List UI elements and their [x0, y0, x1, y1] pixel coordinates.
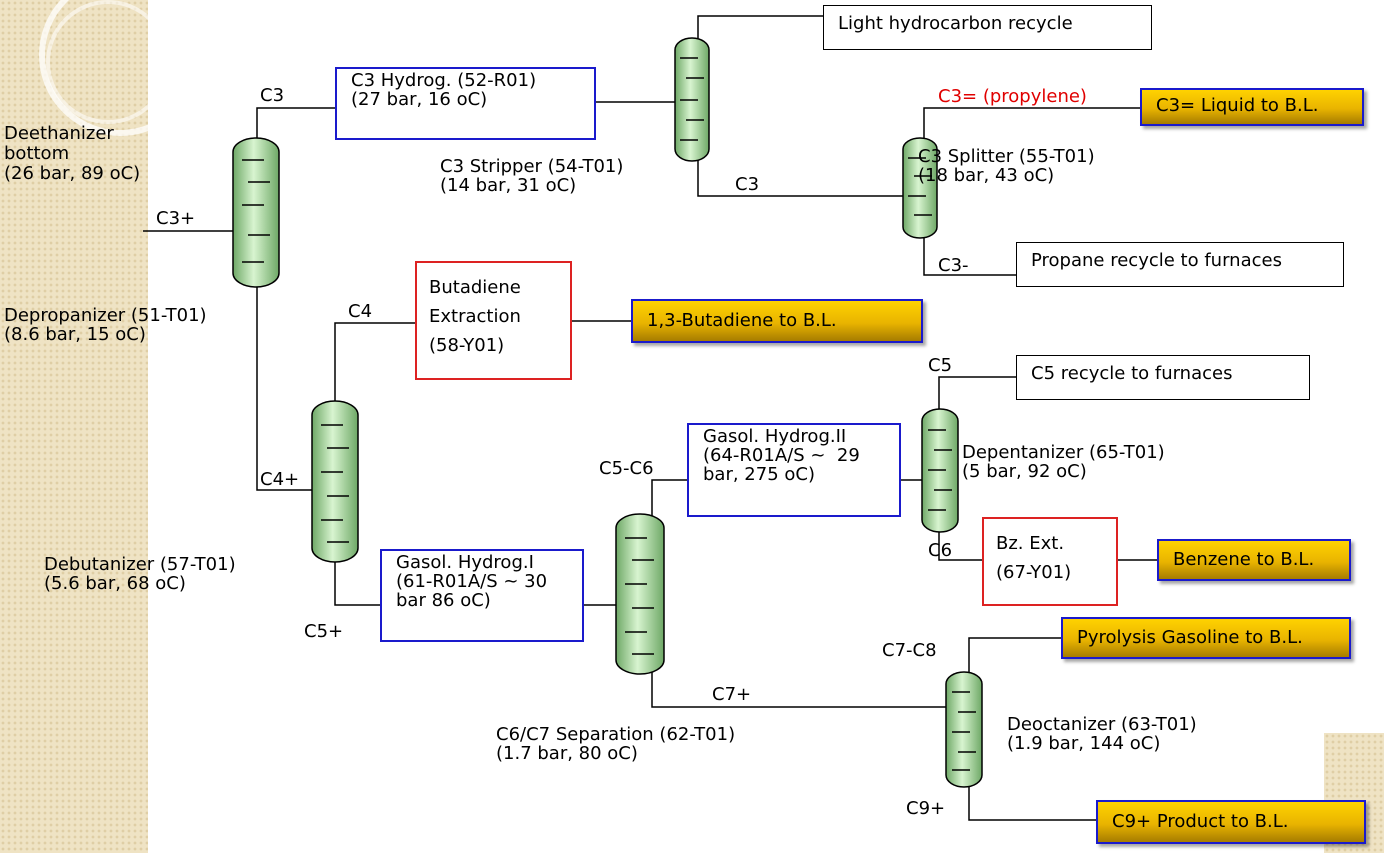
c3-stripper-name: C3 Stripper (54-T01) — [440, 156, 624, 177]
column-depentanizer — [921, 408, 959, 533]
gasol-hydrog-1-line1: Gasol. Hydrog.I — [396, 552, 534, 573]
c5-recycle-box: C5 recycle to furnaces — [1016, 355, 1310, 400]
stream-c3-top: C3 — [260, 85, 285, 106]
pyrolysis-gasoline-product: Pyrolysis Gasoline to B.L. — [1061, 617, 1351, 659]
butadiene-extraction-line1: Butadiene — [429, 277, 521, 298]
c3-splitter-conditions: (18 bar, 43 oC) — [918, 165, 1055, 186]
debutanizer-name: Debutanizer (57-T01) — [44, 554, 236, 575]
bz-ext-line1: Bz. Ext. — [996, 533, 1065, 554]
butadiene-extraction-line3: (58-Y01) — [429, 335, 505, 356]
gasol-hydrog-1-line3: bar 86 oC) — [396, 590, 491, 611]
c3-liquid-product: C3= Liquid to B.L. — [1140, 88, 1364, 126]
column-depropanizer — [232, 137, 280, 288]
depentanizer-name: Depentanizer (65-T01) — [962, 442, 1165, 463]
feed-name-line1: Deethanizer — [4, 123, 114, 144]
decorative-sidebar — [0, 0, 148, 853]
gasol-hydrog-2-line2: (64-R01A/S ~ 29 — [703, 445, 860, 466]
decorative-rings — [39, 0, 200, 136]
stream-c9-plus: C9+ — [906, 798, 946, 819]
stream-c7-c8: C7-C8 — [882, 640, 937, 661]
stream-c6: C6 — [928, 540, 953, 561]
c3-hydrog-line2: (27 bar, 16 oC) — [351, 89, 488, 110]
light-hydrocarbon-recycle-box: Light hydrocarbon recycle — [823, 5, 1152, 50]
debutanizer-conditions: (5.6 bar, 68 oC) — [44, 573, 186, 594]
c6c7-separation-name: C6/C7 Separation (62-T01) — [496, 724, 736, 745]
c3-splitter-name: C3 Splitter (55-T01) — [918, 146, 1095, 167]
feed-name-line2: bottom — [4, 143, 70, 164]
c6c7-separation-conditions: (1.7 bar, 80 oC) — [496, 743, 638, 764]
stream-c5-plus: C5+ — [304, 621, 344, 642]
depropanizer-conditions: (8.6 bar, 15 oC) — [4, 324, 146, 345]
column-c3-stripper — [674, 37, 710, 162]
gasol-hydrog-2-line1: Gasol. Hydrog.II — [703, 426, 847, 447]
column-deoctanizer — [945, 671, 983, 788]
butadiene-product: 1,3-Butadiene to B.L. — [631, 299, 923, 343]
feed-conditions: (26 bar, 89 oC) — [4, 163, 141, 184]
c9-product: C9+ Product to B.L. — [1096, 800, 1366, 844]
stream-c5-c6: C5-C6 — [599, 458, 654, 479]
deoctanizer-name: Deoctanizer (63-T01) — [1007, 714, 1197, 735]
bz-ext-line2: (67-Y01) — [996, 562, 1072, 583]
stream-c3-minus: C3- — [938, 255, 969, 276]
stream-c3-stripper-bottom: C3 — [735, 174, 760, 195]
stream-c4-plus: C4+ — [260, 469, 300, 490]
depentanizer-conditions: (5 bar, 92 oC) — [962, 461, 1087, 482]
c3-hydrog-line1: C3 Hydrog. (52-R01) — [351, 70, 537, 91]
stream-c7-plus: C7+ — [712, 684, 752, 705]
c3-hydrog-unit: C3 Hydrog. (52-R01) (27 bar, 16 oC) — [335, 67, 596, 140]
column-c6c7-separation — [615, 513, 665, 675]
column-c3-splitter — [902, 137, 938, 239]
gasol-hydrog-2-unit: Gasol. Hydrog.II (64-R01A/S ~ 29 bar, 27… — [687, 423, 901, 517]
gasol-hydrog-2-line3: bar, 275 oC) — [703, 464, 815, 485]
propane-recycle-box: Propane recycle to furnaces — [1016, 242, 1344, 287]
butadiene-extraction-line2: Extraction — [429, 306, 521, 327]
gasol-hydrog-1-line2: (61-R01A/S ~ 30 — [396, 571, 548, 592]
column-debutanizer — [311, 400, 359, 563]
deoctanizer-conditions: (1.9 bar, 144 oC) — [1007, 733, 1161, 754]
stream-c4: C4 — [348, 301, 373, 322]
benzene-product: Benzene to B.L. — [1157, 539, 1351, 581]
stream-c3-propylene: C3= (propylene) — [938, 86, 1087, 107]
c3-stripper-conditions: (14 bar, 31 oC) — [440, 175, 577, 196]
stream-c5: C5 — [928, 355, 953, 376]
bz-ext-unit: Bz. Ext. (67-Y01) — [982, 517, 1118, 606]
butadiene-extraction-unit: Butadiene Extraction (58-Y01) — [415, 261, 572, 380]
gasol-hydrog-1-unit: Gasol. Hydrog.I (61-R01A/S ~ 30 bar 86 o… — [380, 549, 584, 642]
depropanizer-name: Depropanizer (51-T01) — [4, 305, 207, 326]
stream-c3-plus: C3+ — [156, 208, 196, 229]
